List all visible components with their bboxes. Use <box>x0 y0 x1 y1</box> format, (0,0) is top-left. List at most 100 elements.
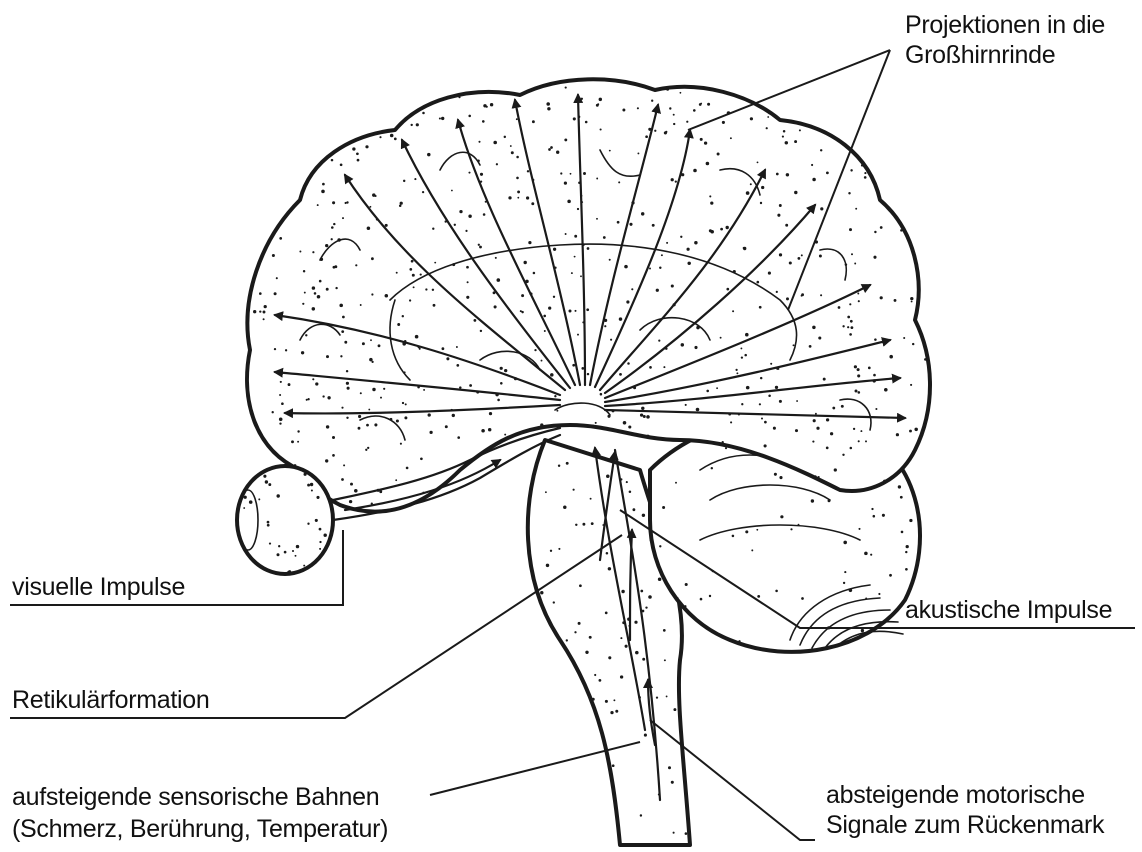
stipple-dot <box>340 355 342 357</box>
stipple-dot <box>612 764 615 767</box>
stipple-dot <box>628 425 631 428</box>
stipple-dot <box>795 429 798 432</box>
stipple-dot <box>858 300 860 302</box>
stipple-dot <box>354 489 358 493</box>
stipple-dot <box>346 201 348 203</box>
stipple-dot <box>369 358 373 362</box>
stipple-dot <box>656 289 659 292</box>
stipple-dot <box>873 379 876 382</box>
stipple-dot <box>843 541 847 545</box>
stipple-dot <box>850 447 853 450</box>
stipple-dot <box>883 480 886 483</box>
stipple-dot <box>425 288 427 290</box>
stipple-dot <box>673 114 675 116</box>
stipple-dot <box>259 292 262 295</box>
stipple-dot <box>811 164 813 166</box>
eye <box>237 466 333 574</box>
stipple-dot <box>596 218 598 220</box>
stipple-dot <box>646 435 649 438</box>
stipple-dot <box>500 382 503 385</box>
stipple-dot <box>847 326 849 328</box>
stipple-dot <box>374 423 377 426</box>
stipple-dot <box>369 206 371 208</box>
stipple-dot <box>790 528 792 530</box>
stipple-dot <box>730 421 732 423</box>
stipple-dot <box>796 400 798 402</box>
stipple-dot <box>782 136 784 138</box>
stipple-dot <box>394 138 397 141</box>
stipple-dot <box>352 147 355 150</box>
stipple-dot <box>750 117 753 120</box>
stipple-dot <box>434 262 436 264</box>
stipple-dot <box>420 457 423 460</box>
stipple-dot <box>485 201 487 203</box>
stipple-dot <box>676 597 679 600</box>
stipple-dot <box>911 301 913 303</box>
stipple-dot <box>878 484 881 487</box>
stipple-dot <box>912 493 915 496</box>
stipple-dot <box>263 311 266 314</box>
stipple-dot <box>725 447 727 449</box>
stipple-dot <box>459 386 461 388</box>
stipple-dot <box>495 257 497 259</box>
stipple-dot <box>357 159 360 162</box>
stipple-dot <box>560 172 562 174</box>
stipple-dot <box>350 483 353 486</box>
stipple-dot <box>349 500 352 503</box>
stipple-dot <box>544 330 546 332</box>
stipple-dot <box>608 656 611 659</box>
stipple-dot <box>258 498 260 500</box>
stipple-dot <box>332 201 335 204</box>
stipple-dot <box>700 598 703 601</box>
stipple-dot <box>873 515 876 518</box>
stipple-dot <box>325 244 328 247</box>
stipple-dot <box>776 291 778 293</box>
stipple-dot <box>405 403 407 405</box>
stipple-dot <box>579 584 582 587</box>
stipple-dot <box>873 374 876 377</box>
label-projections-line1: Projektionen in die <box>905 10 1105 40</box>
stipple-dot <box>873 256 876 259</box>
stipple-dot <box>794 191 797 194</box>
stipple-dot <box>900 229 903 232</box>
stipple-dot <box>402 402 404 404</box>
stipple-dot <box>632 508 635 511</box>
stipple-dot <box>880 226 883 229</box>
stipple-dot <box>332 436 335 439</box>
stipple-dot <box>768 112 770 114</box>
stipple-dot <box>399 204 402 207</box>
stipple-dot <box>390 134 394 138</box>
stipple-dot <box>746 386 750 390</box>
stipple-dot <box>654 130 656 132</box>
stipple-dot <box>797 257 800 260</box>
stipple-dot <box>606 475 610 479</box>
stipple-dot <box>870 554 872 556</box>
stipple-dot <box>875 408 877 410</box>
stipple-dot <box>478 141 480 143</box>
stipple-dot <box>347 387 350 390</box>
stipple-dot <box>272 254 275 257</box>
stipple-dot <box>735 369 737 371</box>
stipple-dot <box>813 419 816 422</box>
stipple-dot <box>307 398 309 400</box>
stipple-dot <box>303 270 305 272</box>
stipple-dot <box>646 415 650 419</box>
stipple-dot <box>532 120 535 123</box>
stipple-dot <box>814 475 816 477</box>
stipple-dot <box>619 373 622 376</box>
stipple-dot <box>864 176 867 179</box>
stipple-dot <box>600 393 603 396</box>
stipple-dot <box>819 255 822 258</box>
stipple-dot <box>633 386 636 389</box>
stipple-dot <box>468 214 471 217</box>
stipple-dot <box>278 545 280 547</box>
stipple-dot <box>312 307 315 310</box>
stipple-dot <box>311 489 313 491</box>
stipple-dot <box>624 265 628 269</box>
stipple-dot <box>279 422 281 424</box>
stipple-dot <box>581 201 583 203</box>
stipple-dot <box>889 574 892 577</box>
stipple-dot <box>792 387 794 389</box>
stipple-dot <box>360 392 362 394</box>
stipple-dot <box>476 391 479 394</box>
